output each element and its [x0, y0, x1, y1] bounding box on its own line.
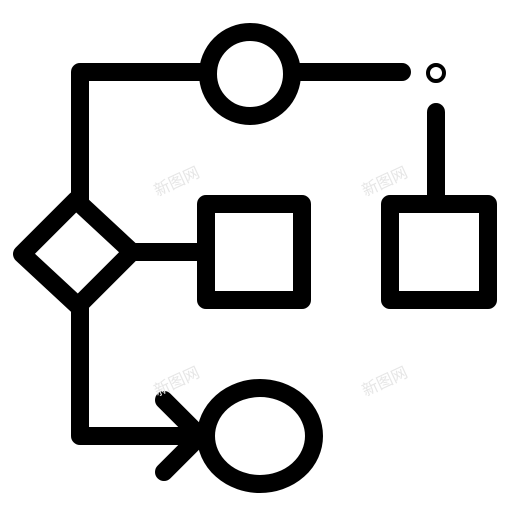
decision-diamond	[13, 191, 141, 315]
terminal-ellipse	[197, 379, 323, 493]
process-box-middle	[197, 195, 311, 309]
process-start-circle	[199, 23, 301, 125]
connector-dot	[426, 63, 446, 83]
process-box-right	[381, 195, 497, 309]
connector-decision-down	[71, 299, 211, 445]
connector-top-left	[71, 63, 213, 209]
